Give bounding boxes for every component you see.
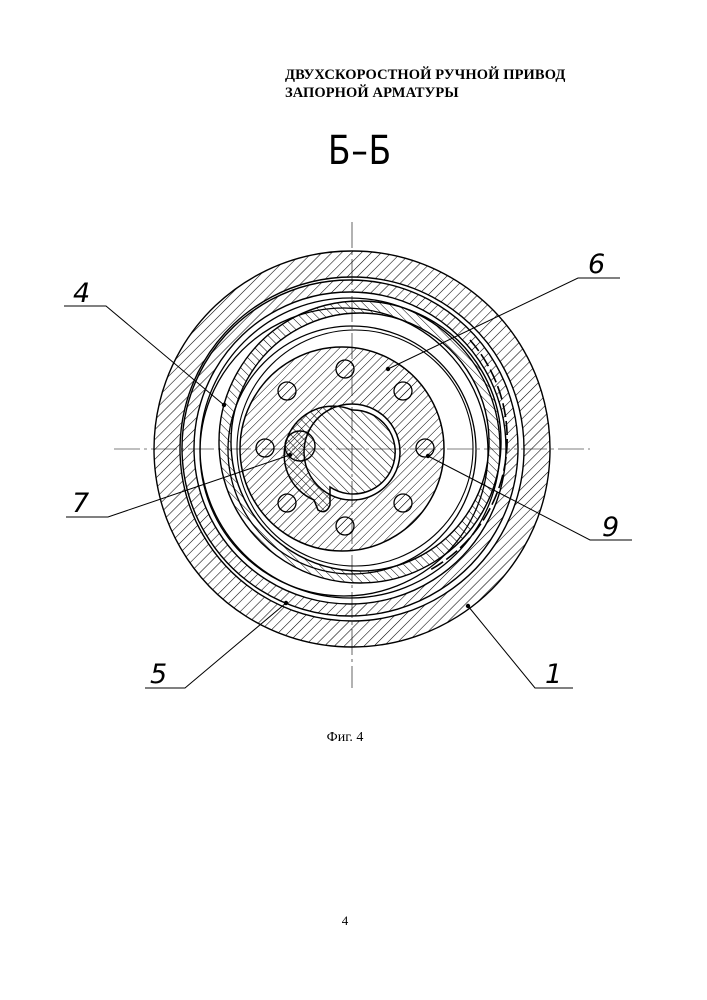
page-number: 4 — [320, 913, 370, 929]
callout-5: 5 — [150, 659, 167, 690]
figure-caption: Фиг. 4 — [290, 730, 400, 746]
callout-6: 6 — [588, 249, 605, 280]
callout-7: 7 — [72, 488, 89, 519]
callout-4: 4 — [73, 278, 90, 309]
callout-1: 1 — [545, 659, 562, 690]
callout-9: 9 — [602, 512, 619, 543]
